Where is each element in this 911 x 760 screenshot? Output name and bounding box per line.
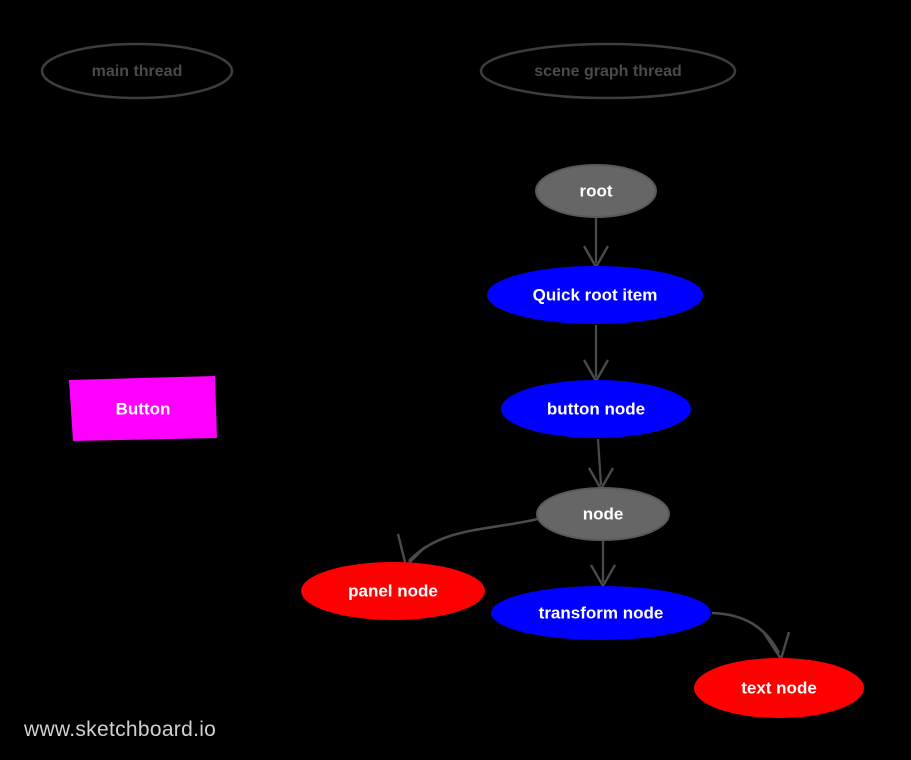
arrowhead-icon (589, 564, 617, 589)
node-text-node-shape (694, 658, 864, 718)
node-panel-node-shape (301, 562, 485, 620)
node-group: root Quick root item button node node pa… (301, 164, 864, 718)
node-node[interactable]: node (536, 487, 670, 541)
swimlane-main-thread-label: main thread (92, 63, 183, 80)
edge-quick-root-item-to-button-node[interactable] (582, 325, 610, 384)
node-panel-node[interactable]: panel node (301, 562, 485, 620)
arrowhead-icon (396, 533, 426, 569)
edge-line (596, 438, 603, 486)
node-transform-node[interactable]: transform node (491, 586, 711, 640)
node-transform-node-shape (491, 586, 711, 640)
swimlane-main-thread[interactable]: main thread (40, 42, 234, 100)
swimlane-scene-graph-thread-label: scene graph thread (534, 63, 682, 80)
edge-root-to-quick-root-item[interactable] (582, 218, 610, 270)
edge-node-to-transform-node[interactable] (589, 541, 617, 589)
edge-node-to-panel-node[interactable] (396, 517, 539, 569)
swimlane-scene-graph-thread[interactable]: scene graph thread (479, 42, 737, 100)
node-quick-root-item-shape (487, 266, 703, 324)
node-quick-root-item[interactable]: Quick root item (487, 266, 703, 324)
swimlane-main-thread-shape (40, 42, 234, 100)
edge-transform-node-to-text-node[interactable] (711, 611, 791, 662)
watermark-label: www.sketchboard.io (23, 718, 216, 741)
edge-button-node-to-node[interactable] (587, 438, 615, 492)
edge-line (408, 517, 539, 562)
swimlane-group: main thread scene graph thread (40, 42, 737, 100)
button-widget[interactable]: Button (69, 376, 217, 441)
swimlane-scene-graph-thread-shape (479, 42, 737, 100)
node-root-shape (535, 164, 657, 218)
button-widget-shape (69, 376, 217, 441)
edge-line (711, 611, 781, 654)
node-button-node[interactable]: button node (501, 380, 691, 438)
node-root[interactable]: root (535, 164, 657, 218)
node-node-shape (536, 487, 670, 541)
node-text-node[interactable]: text node (694, 658, 864, 718)
node-button-node-shape (501, 380, 691, 438)
